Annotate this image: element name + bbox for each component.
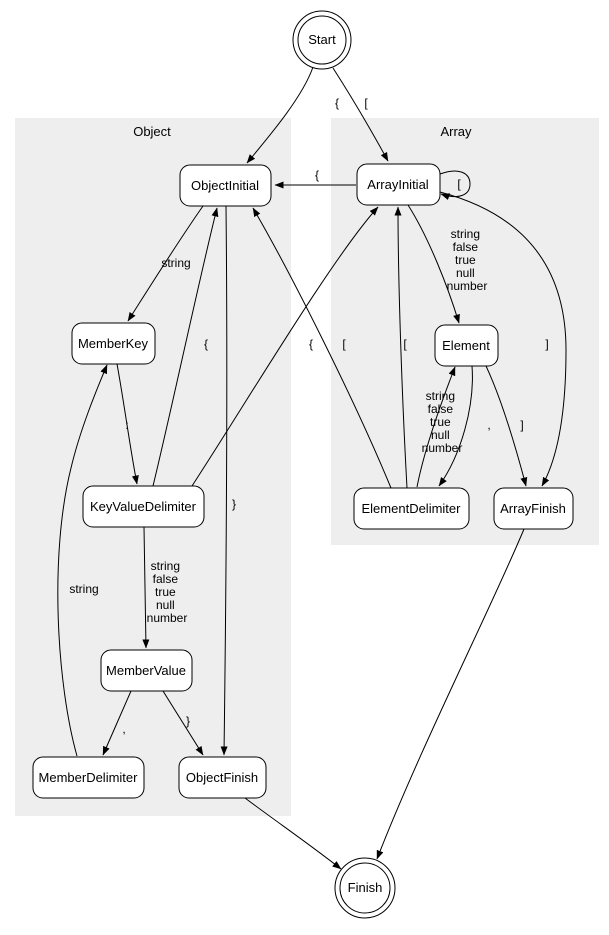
node-keyvaluedelimiter: KeyValueDelimiter <box>82 485 205 528</box>
edge-label-start-arrayinitial: [ <box>364 96 368 110</box>
edge-start-to-objectinitial <box>246 66 314 164</box>
node-memberdelimiter-label: MemberDelimiter <box>39 770 139 785</box>
edge-arrayinitial-to-arrayfinish <box>439 191 567 487</box>
node-finish-label: Finish <box>348 880 383 895</box>
node-element-box <box>434 324 499 367</box>
edge-keyvaluedelimiter-to-objectinitial <box>152 207 219 487</box>
edge-label-arrayinitial-element: string false true null number <box>447 227 488 293</box>
edge-label-objectinitial-objectfinish: } <box>232 497 236 511</box>
node-arrayinitial: ArrayInitial <box>356 163 441 206</box>
edge-label-element-elementdelimiter: , <box>487 418 490 432</box>
node-memberkey: MemberKey <box>71 322 156 365</box>
cluster-array-label: Array <box>440 124 472 139</box>
edge-label-arrayinitial-self: [ <box>457 177 461 191</box>
node-element: Element <box>434 324 499 367</box>
edge-label-keyvaluedelimiter-objectinitial: { <box>204 337 208 351</box>
edge-label-arrayinitial-objectinitial: { <box>315 168 319 182</box>
node-memberkey-box <box>71 322 156 365</box>
edge-label-membervalue-objectfinish: } <box>186 714 190 728</box>
node-memberdelimiter: MemberDelimiter <box>32 756 145 799</box>
edge-objectinitial-to-objectfinish <box>220 205 228 756</box>
node-memberdelimiter-box <box>32 756 145 799</box>
node-element-label: Element <box>442 338 490 353</box>
node-finish: Finish <box>334 857 396 919</box>
node-start: Start <box>292 10 352 70</box>
node-start-inner-circle <box>297 15 347 65</box>
node-arrayinitial-box <box>356 163 441 206</box>
node-elementdelimiter: ElementDelimiter <box>353 487 470 530</box>
node-objectinitial-label: ObjectInitial <box>191 178 259 193</box>
node-arrayfinish-label: ArrayFinish <box>500 501 566 516</box>
node-objectfinish: ObjectFinish <box>178 756 267 799</box>
node-objectinitial: ObjectInitial <box>179 164 272 207</box>
node-memberkey-label: MemberKey <box>78 336 149 351</box>
edge-membervalue-to-memberdelimiter <box>102 690 132 756</box>
edge-elementdelimiter-to-element <box>416 366 456 488</box>
edge-arrayfinish-to-finish <box>376 528 525 860</box>
edge-label-keyvaluedelimiter-membervalue: string false true null number <box>147 559 188 625</box>
edge-label-element-arrayfinish: ] <box>520 418 523 432</box>
cluster-object: Object <box>15 118 291 816</box>
node-arrayfinish: ArrayFinish <box>493 487 574 530</box>
edge-label-elementdelimiter-objectinitial: { <box>309 337 313 351</box>
node-finish-inner-circle <box>339 862 391 914</box>
cluster-object-background <box>15 118 291 816</box>
edge-memberdelimiter-to-memberkey <box>57 364 108 757</box>
node-start-label: Start <box>308 32 336 47</box>
edge-label-keyvaluedelimiter-arrayinitial: [ <box>342 337 346 351</box>
node-membervalue-box <box>100 649 193 692</box>
edge-label-memberdelimiter-memberkey: string <box>69 582 98 596</box>
edge-label-elementdelimiter-arrayinitial: [ <box>403 337 407 351</box>
edge-label-elementdelimiter-element: string false true null number <box>422 389 463 455</box>
edge-membervalue-to-objectfinish <box>162 690 204 756</box>
node-membervalue: MemberValue <box>100 649 193 692</box>
edge-elementdelimiter-to-objectinitial <box>252 207 392 489</box>
edge-arrayinitial-to-element <box>407 204 460 324</box>
node-arrayinitial-label: ArrayInitial <box>367 177 429 192</box>
edge-keyvaluedelimiter-to-membervalue <box>142 526 150 649</box>
edge-label-arrayinitial-arrayfinish: ] <box>545 337 548 351</box>
edge-elementdelimiter-to-arrayinitial <box>394 206 408 489</box>
edge-label-membervalue-memberdelimiter: , <box>122 722 125 736</box>
edge-keyvaluedelimiter-to-arrayinitial <box>191 206 379 487</box>
edge-element-to-elementdelimiter <box>438 365 473 487</box>
edge-element-to-arrayfinish <box>485 365 528 487</box>
node-elementdelimiter-label: ElementDelimiter <box>362 501 462 516</box>
edge-memberkey-to-keyvaluedelimiter <box>116 363 139 485</box>
edge-label-memberkey-keyvaluedelimiter: : <box>125 418 128 432</box>
edge-label-objectinitial-memberkey: string <box>161 256 190 270</box>
edge-objectfinish-to-finish <box>244 797 342 870</box>
node-arrayfinish-box <box>493 487 574 530</box>
edge-objectinitial-to-memberkey <box>127 205 204 322</box>
node-keyvaluedelimiter-label: KeyValueDelimiter <box>90 499 197 514</box>
node-keyvaluedelimiter-box <box>82 485 205 528</box>
node-membervalue-label: MemberValue <box>106 663 186 678</box>
edge-start-to-arrayinitial <box>332 67 389 162</box>
node-objectfinish-box <box>178 756 267 799</box>
node-objectfinish-label: ObjectFinish <box>186 770 258 785</box>
edge-label-start-objectinitial: { <box>335 96 339 110</box>
cluster-object-label: Object <box>133 124 171 139</box>
node-objectinitial-box <box>179 164 272 207</box>
node-elementdelimiter-box <box>353 487 470 530</box>
